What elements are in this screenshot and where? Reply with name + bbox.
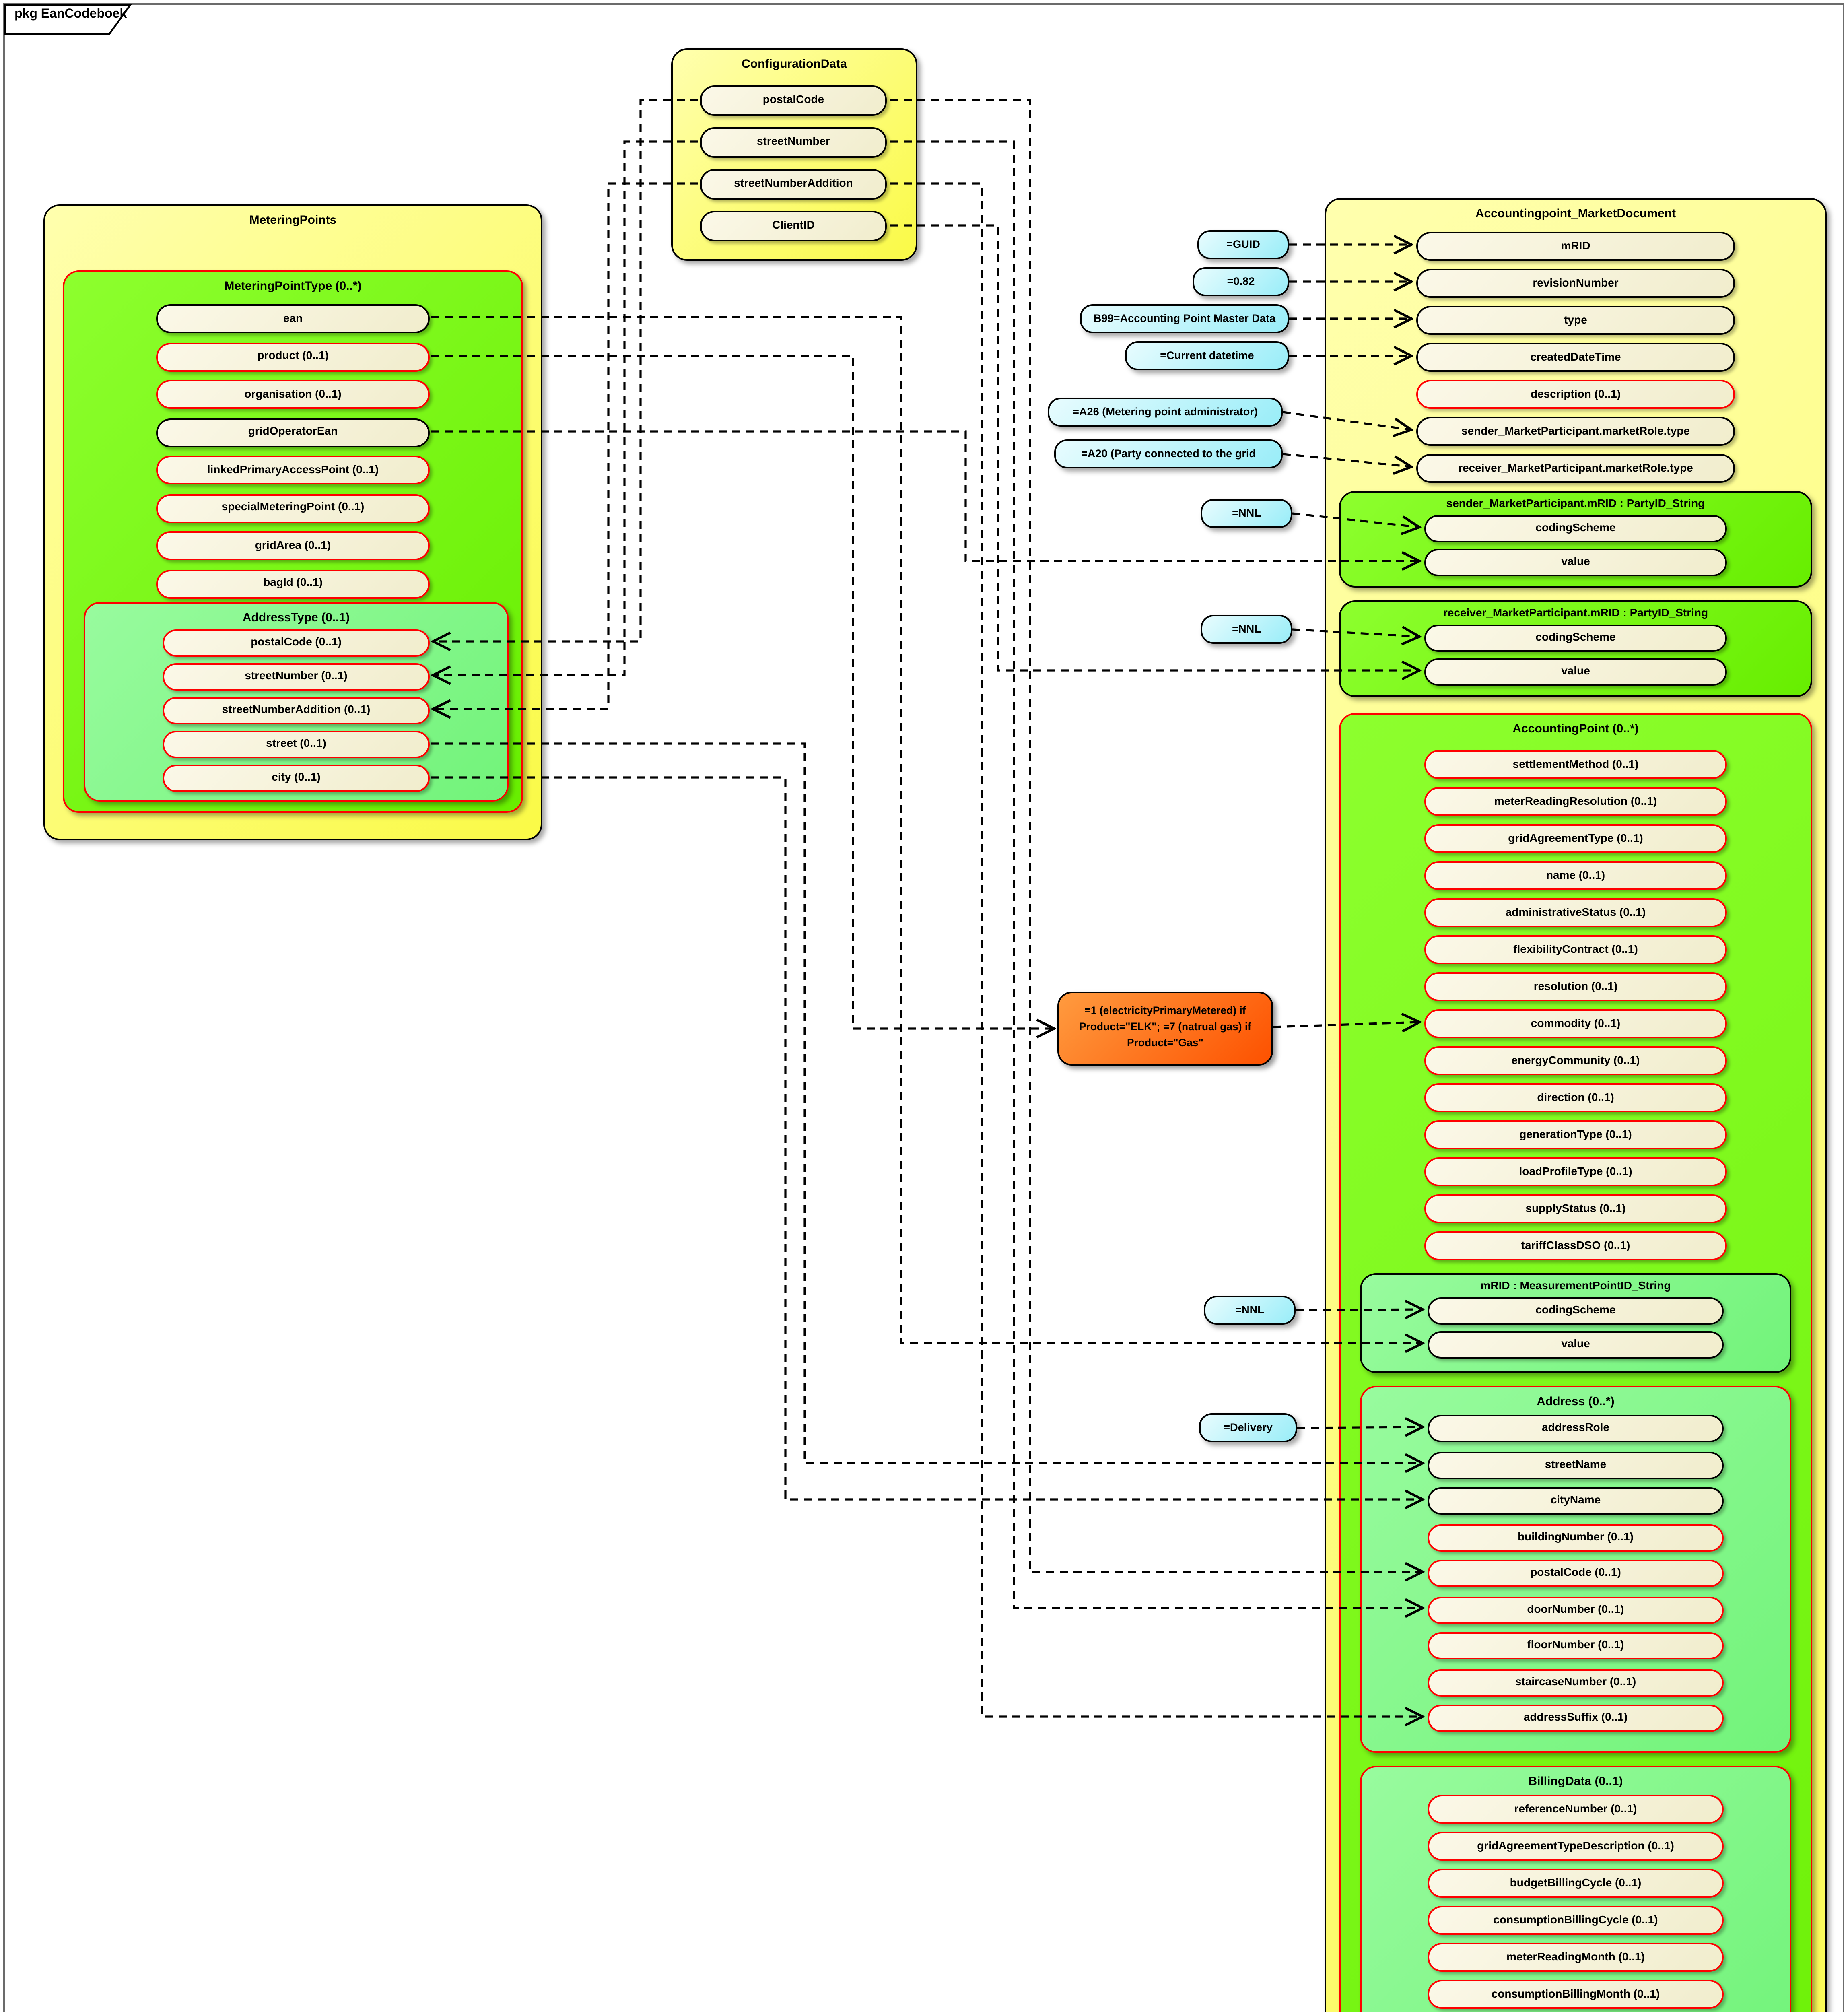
callout-a20: =A20 (Party connected to the grid xyxy=(1054,439,1283,468)
callout-current-datetime: =Current datetime xyxy=(1125,341,1289,370)
address-title: Address (0..*) xyxy=(1537,1394,1615,1408)
address-type-title: AddressType (0..1) xyxy=(242,610,350,625)
receiver-party-item: codingScheme xyxy=(1424,625,1727,652)
address-item: addressRole xyxy=(1428,1415,1724,1442)
accountingpoint-market-document-title: Accountingpoint_MarketDocument xyxy=(1475,206,1676,221)
configuration-data-item: streetNumberAddition xyxy=(700,169,887,200)
sender-party-item: value xyxy=(1424,549,1727,576)
accounting-point-item: tariffClassDSO (0..1) xyxy=(1424,1231,1727,1260)
callout-guid: =GUID xyxy=(1197,230,1289,259)
accounting-point-item: name (0..1) xyxy=(1424,861,1727,890)
callout-nnl-measurement: =NNL xyxy=(1204,1296,1296,1325)
billing-data-item: meterReadingMonth (0..1) xyxy=(1428,1943,1724,1972)
market-document-item: revisionNumber xyxy=(1416,269,1735,298)
address-type-item: street (0..1) xyxy=(163,731,430,758)
sender-party-items: codingScheme value xyxy=(1424,515,1727,576)
metering-point-type-item: product (0..1) xyxy=(156,342,430,371)
callout-revision: =0.82 xyxy=(1193,267,1289,296)
accounting-point-item: settlementMethod (0..1) xyxy=(1424,750,1727,779)
accounting-point-title: AccountingPoint (0..*) xyxy=(1512,721,1639,736)
address-type-item: streetNumberAddition (0..1) xyxy=(163,697,430,724)
accounting-point-item: gridAgreementType (0..1) xyxy=(1424,824,1727,853)
measurement-point-item: value xyxy=(1428,1331,1724,1359)
callout-b99: B99=Accounting Point Master Data xyxy=(1080,304,1289,333)
billing-data-item: consumptionBillingMonth (0..1) xyxy=(1428,1980,1724,2009)
metering-point-type-title: MeteringPointType (0..*) xyxy=(224,278,362,293)
address-item: addressSuffix (0..1) xyxy=(1428,1705,1724,1732)
market-document-item: mRID xyxy=(1416,232,1735,261)
billing-data-title: BillingData (0..1) xyxy=(1528,1774,1623,1788)
address-item: floorNumber (0..1) xyxy=(1428,1632,1724,1659)
metering-point-type-item: gridArea (0..1) xyxy=(156,531,430,560)
metering-point-type-item: organisation (0..1) xyxy=(156,380,430,409)
sender-party-item: codingScheme xyxy=(1424,515,1727,542)
accountingpoint-market-document-items: mRID revisionNumber type createdDateTime des… xyxy=(1416,232,1735,483)
callout-nnl-sender: =NNL xyxy=(1201,499,1292,528)
address-item: postalCode (0..1) xyxy=(1428,1560,1724,1587)
market-document-item: sender_MarketParticipant.marketRole.type xyxy=(1416,417,1735,446)
measurement-point-items: codingScheme value xyxy=(1428,1297,1724,1359)
metering-point-type-item: specialMeteringPoint (0..1) xyxy=(156,493,430,522)
billing-data-item: referenceNumber (0..1) xyxy=(1428,1795,1724,1824)
configuration-data-item: streetNumber xyxy=(700,127,887,158)
measurement-point-box: mRID : MeasurementPointID_String codingS… xyxy=(1360,1273,1791,1373)
configuration-data-item: postalCode xyxy=(700,85,887,116)
sender-party-box: sender_MarketParticipant.mRID : PartyID_… xyxy=(1339,491,1812,588)
callout-delivery: =Delivery xyxy=(1199,1413,1297,1442)
configuration-data-item: ClientID xyxy=(700,211,887,241)
market-document-item: createdDateTime xyxy=(1416,343,1735,372)
billing-data-items: referenceNumber (0..1) gridAgreementTypeD… xyxy=(1428,1795,1724,2012)
measurement-point-title: mRID : MeasurementPointID_String xyxy=(1480,1281,1671,1293)
receiver-party-box: receiver_MarketParticipant.mRID : PartyI… xyxy=(1339,600,1812,697)
configuration-data-items: postalCode streetNumber streetNumberAdditi… xyxy=(700,85,887,241)
address-item: cityName xyxy=(1428,1487,1724,1515)
address-type-item: streetNumber (0..1) xyxy=(163,663,430,691)
billing-data-box: BillingData (0..1) referenceNumber (0..1… xyxy=(1360,1766,1791,2012)
accounting-point-item: resolution (0..1) xyxy=(1424,972,1727,1001)
accounting-point-item: generationType (0..1) xyxy=(1424,1120,1727,1149)
accounting-point-item: meterReadingResolution (0..1) xyxy=(1424,787,1727,816)
callout-a26: =A26 (Metering point administrator) xyxy=(1048,398,1283,427)
receiver-party-items: codingScheme value xyxy=(1424,625,1727,686)
accounting-point-item: supplyStatus (0..1) xyxy=(1424,1194,1727,1223)
billing-data-item: gridAgreementTypeDescription (0..1) xyxy=(1428,1832,1724,1861)
measurement-point-item: codingScheme xyxy=(1428,1297,1724,1325)
configuration-data-box: ConfigurationData postalCode streetNumber… xyxy=(671,48,917,261)
address-item: staircaseNumber (0..1) xyxy=(1428,1668,1724,1696)
receiver-party-title: receiver_MarketParticipant.mRID : PartyI… xyxy=(1443,608,1708,620)
address-items: addressRole streetName cityName buildingNum… xyxy=(1428,1415,1724,1732)
market-document-item: type xyxy=(1416,306,1735,335)
address-box: Address (0..*) addressRole streetName city… xyxy=(1360,1386,1791,1753)
accounting-point-item: energyCommunity (0..1) xyxy=(1424,1046,1727,1075)
billing-data-item: budgetBillingCycle (0..1) xyxy=(1428,1869,1724,1898)
accounting-point-item: flexibilityContract (0..1) xyxy=(1424,935,1727,964)
metering-point-type-item: ean xyxy=(156,304,430,333)
accounting-point-item: direction (0..1) xyxy=(1424,1083,1727,1112)
metering-points-title: MeteringPoints xyxy=(249,212,337,227)
sender-party-title: sender_MarketParticipant.mRID : PartyID_… xyxy=(1446,499,1705,510)
metering-point-type-item: gridOperatorEan xyxy=(156,418,430,447)
receiver-party-item: value xyxy=(1424,658,1727,686)
address-item: buildingNumber (0..1) xyxy=(1428,1523,1724,1551)
billing-data-item: consumptionBillingCycle (0..1) xyxy=(1428,1906,1724,1935)
accounting-point-item: loadProfileType (0..1) xyxy=(1424,1157,1727,1186)
accounting-point-item: administrativeStatus (0..1) xyxy=(1424,898,1727,927)
accounting-point-item: commodity (0..1) xyxy=(1424,1009,1727,1038)
address-type-box: AddressType (0..1) postalCode (0..1) stre… xyxy=(84,602,509,802)
market-document-item: receiver_MarketParticipant.marketRole.ty… xyxy=(1416,454,1735,483)
address-item: streetName xyxy=(1428,1451,1724,1478)
address-type-items: postalCode (0..1) streetNumber (0..1) stre… xyxy=(163,629,430,792)
package-tab-label: pkg EanCodeboek xyxy=(14,6,127,21)
metering-point-type-item: bagId (0..1) xyxy=(156,569,430,598)
configuration-data-title: ConfigurationData xyxy=(742,56,847,71)
address-type-item: city (0..1) xyxy=(163,765,430,792)
accounting-point-items: settlementMethod (0..1) meterReadingResol… xyxy=(1424,750,1727,1260)
metering-point-type-items: ean product (0..1) organisation (0..1) grid… xyxy=(156,304,430,598)
address-item: doorNumber (0..1) xyxy=(1428,1596,1724,1623)
metering-point-type-item: linkedPrimaryAccessPoint (0..1) xyxy=(156,456,430,484)
commodity-note: =1 (electricityPrimaryMetered) if Produc… xyxy=(1057,992,1273,1066)
address-type-item: postalCode (0..1) xyxy=(163,629,430,657)
callout-nnl-receiver: =NNL xyxy=(1201,615,1292,644)
market-document-item: description (0..1) xyxy=(1416,380,1735,409)
